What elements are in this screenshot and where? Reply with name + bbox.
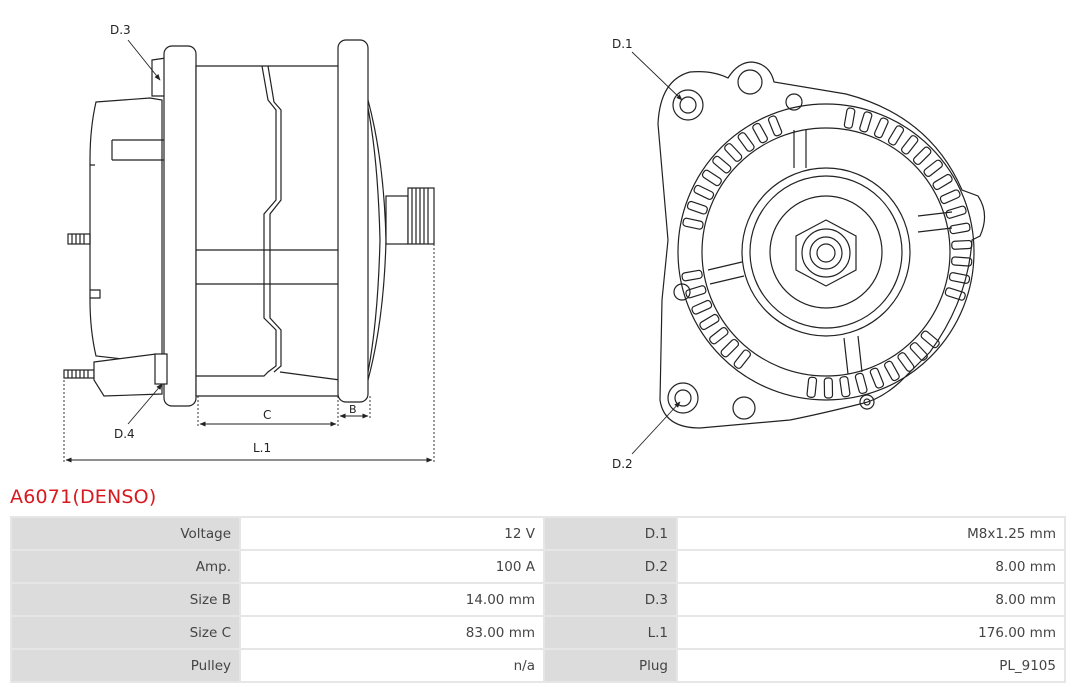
vent-slot	[869, 367, 885, 389]
vent-slot	[901, 135, 919, 155]
label-d2: D.2	[612, 457, 633, 471]
side-view-dimensions	[63, 39, 435, 463]
front-view-leaders	[631, 51, 683, 455]
spec-label: Size C	[12, 617, 239, 648]
vent-slot	[897, 352, 915, 372]
vent-slot	[839, 376, 851, 398]
spec-value: 100 A	[241, 551, 543, 582]
label-d4: D.4	[114, 427, 135, 441]
vent-slot	[884, 360, 900, 382]
vent-slot	[859, 111, 873, 133]
side-view	[63, 39, 435, 407]
spec-label: Amp.	[12, 551, 239, 582]
spec-label: L.1	[545, 617, 676, 648]
vent-slot	[720, 338, 740, 358]
spec-label: Voltage	[12, 518, 239, 549]
vent-slot	[701, 169, 722, 187]
spec-value: 83.00 mm	[241, 617, 543, 648]
vent-slot	[944, 287, 966, 301]
vent-slot	[681, 269, 703, 282]
spec-value: 176.00 mm	[678, 617, 1064, 648]
spec-value: 12 V	[241, 518, 543, 549]
vent-slot	[686, 200, 708, 215]
spec-value: M8x1.25 mm	[678, 518, 1064, 549]
alternator-technical-drawing: D.3 D.4 C B L.1 D.1	[63, 23, 986, 471]
vent-slot	[909, 342, 928, 361]
vent-slot	[951, 256, 973, 267]
vent-slot	[843, 107, 856, 129]
spec-value: PL_9105	[678, 650, 1064, 681]
vent-slot	[948, 272, 971, 284]
product-title: A6071(DENSO)	[10, 486, 157, 508]
vent-slot	[682, 217, 704, 230]
vent-slot	[733, 349, 751, 369]
vent-slot	[709, 327, 729, 345]
vent-slot	[949, 222, 971, 235]
vent-slot	[693, 184, 715, 200]
vent-slot	[939, 189, 961, 205]
vent-slot	[912, 146, 932, 166]
spec-label: Size B	[12, 584, 239, 615]
vent-slot	[887, 125, 905, 146]
vent-slots	[681, 107, 973, 399]
vent-slot	[737, 132, 755, 152]
vent-slot	[951, 239, 973, 250]
vent-slot	[920, 330, 940, 349]
spec-label: D.3	[545, 584, 676, 615]
spec-value: n/a	[241, 650, 543, 681]
spec-value: 14.00 mm	[241, 584, 543, 615]
vent-slot	[691, 299, 713, 315]
spec-label: D.1	[545, 518, 676, 549]
spec-value: 8.00 mm	[678, 584, 1064, 615]
spec-value: 8.00 mm	[678, 551, 1064, 582]
label-b: B	[349, 403, 357, 416]
vent-slot	[923, 159, 943, 177]
spec-label: Plug	[545, 650, 676, 681]
label-l1: L.1	[253, 441, 271, 455]
vent-slot	[873, 117, 889, 139]
vent-slot	[806, 376, 818, 398]
vent-slot	[712, 155, 732, 174]
vent-slot	[724, 143, 743, 162]
vent-slot	[752, 122, 768, 144]
vent-slot	[932, 173, 953, 191]
vent-slot	[854, 372, 868, 395]
label-d1: D.1	[612, 37, 633, 51]
spec-label: D.2	[545, 551, 676, 582]
vent-slot	[767, 115, 783, 137]
vent-slot	[685, 285, 707, 299]
label-d3: D.3	[110, 23, 131, 37]
front-view	[657, 61, 986, 429]
spec-label: Pulley	[12, 650, 239, 681]
vent-slot	[699, 313, 720, 331]
vent-slot	[945, 205, 967, 219]
label-c: C	[263, 408, 271, 422]
vent-slot	[823, 377, 834, 399]
